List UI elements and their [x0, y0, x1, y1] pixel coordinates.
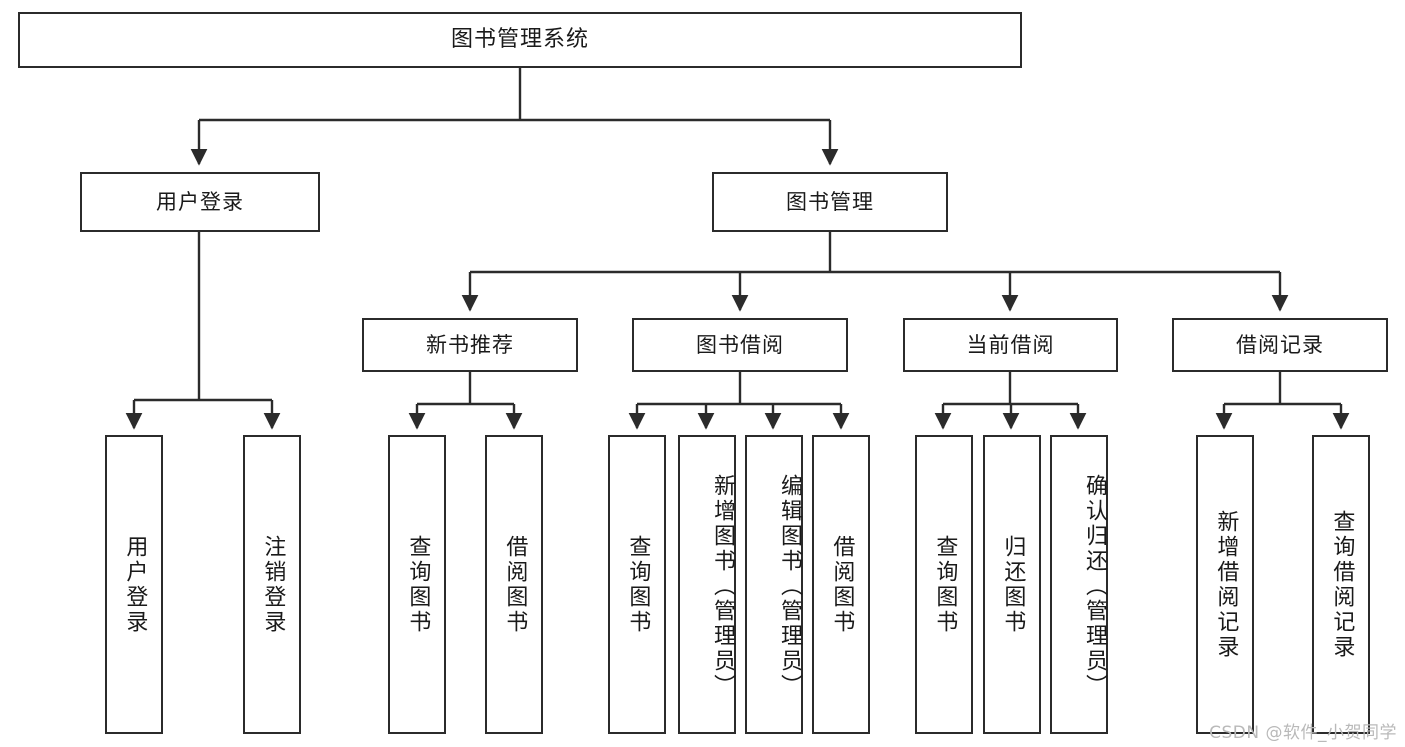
csdn-watermark: CSDN @软件_小贺同学 [1209, 723, 1397, 743]
node-label: 查询图书 [405, 534, 431, 635]
node-label: 借阅记录 [1236, 332, 1324, 357]
node-label: 查询图书 [625, 534, 651, 635]
node-borrow-record[interactable]: 借阅记录 [1172, 318, 1388, 372]
node-label: 确认归还（管理员） [1082, 474, 1107, 699]
leaf-borrow-book-recommend[interactable]: 借阅图书 [485, 435, 543, 734]
leaf-confirm-return-admin[interactable]: 确认归还（管理员） [1050, 435, 1108, 734]
node-root-system[interactable]: 图书管理系统 [18, 12, 1022, 68]
node-label: 新增图书（管理员） [710, 474, 735, 699]
leaf-query-book-borrow[interactable]: 查询图书 [608, 435, 666, 734]
node-label: 图书管理系统 [450, 27, 589, 53]
leaf-query-borrow-record[interactable]: 查询借阅记录 [1312, 435, 1370, 734]
node-label: 借阅图书 [829, 534, 855, 635]
leaf-user-login[interactable]: 用户登录 [105, 435, 163, 734]
node-book-borrow[interactable]: 图书借阅 [632, 318, 848, 372]
node-current-borrow[interactable]: 当前借阅 [903, 318, 1118, 372]
node-new-book-recommend[interactable]: 新书推荐 [362, 318, 578, 372]
node-label: 编辑图书（管理员） [777, 474, 802, 699]
leaf-edit-book-admin[interactable]: 编辑图书（管理员） [745, 435, 803, 734]
node-label: 图书管理 [786, 189, 874, 214]
node-label: 用户登录 [156, 189, 244, 214]
node-label: 归还图书 [1000, 534, 1026, 635]
leaf-borrow-book[interactable]: 借阅图书 [812, 435, 870, 734]
node-book-management[interactable]: 图书管理 [712, 172, 948, 232]
node-label: 注销登录 [260, 534, 286, 635]
node-user-login[interactable]: 用户登录 [80, 172, 320, 232]
node-label: 新书推荐 [426, 332, 514, 357]
leaf-query-book-current[interactable]: 查询图书 [915, 435, 973, 734]
leaf-query-book-recommend[interactable]: 查询图书 [388, 435, 446, 734]
leaf-add-borrow-record[interactable]: 新增借阅记录 [1196, 435, 1254, 734]
node-label: 图书借阅 [696, 332, 784, 357]
node-label: 新增借阅记录 [1213, 509, 1239, 660]
leaf-add-book-admin[interactable]: 新增图书（管理员） [678, 435, 736, 734]
node-label: 查询图书 [932, 534, 958, 635]
leaf-logout[interactable]: 注销登录 [243, 435, 301, 734]
node-label: 借阅图书 [502, 534, 528, 635]
node-label: 用户登录 [122, 534, 148, 635]
node-label: 查询借阅记录 [1329, 509, 1355, 660]
node-label: 当前借阅 [966, 332, 1055, 357]
leaf-return-book[interactable]: 归还图书 [983, 435, 1041, 734]
